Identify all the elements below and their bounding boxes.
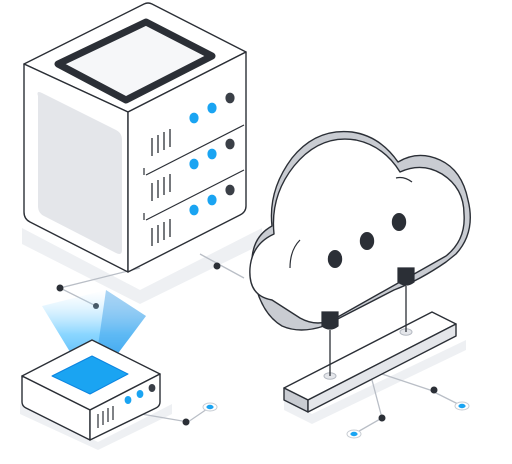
mini-server-vents [97, 406, 114, 428]
connection-node [213, 262, 221, 270]
server-rack [23, 2, 247, 273]
cloud-connector-pins [329, 286, 407, 376]
connection-endpoint-light [346, 429, 362, 439]
mini-server-leds [124, 384, 156, 404]
cloud-connector-plugs [321, 267, 415, 330]
server-rack-leds [189, 92, 235, 216]
connection-node [430, 386, 438, 394]
led-blue-icon [207, 102, 217, 114]
connection-endpoint-light [202, 402, 218, 412]
cloud-dot-icon [359, 232, 375, 250]
led-dark-icon [225, 138, 235, 150]
connection-node [56, 284, 64, 292]
led-blue-icon [189, 204, 199, 216]
mini-server-left-face [21, 375, 91, 441]
connection-node [182, 418, 190, 426]
cloud-front [249, 138, 465, 324]
server-rack-side-panel [37, 92, 122, 254]
connection-node [378, 414, 386, 422]
connection-endpoint-light [454, 401, 470, 411]
rack-slot-1-leds [189, 92, 235, 124]
mini-server [21, 339, 161, 441]
mini-server-top-inset [51, 355, 129, 395]
server-rack-top-panel [54, 18, 216, 104]
mini-server-right-face [89, 373, 161, 441]
connection-nodes [56, 262, 470, 439]
cloud-dots [327, 213, 407, 268]
rack-slot-3-leds [189, 184, 235, 216]
led-blue-icon [124, 396, 132, 404]
cloud-dot-icon [327, 250, 343, 268]
cloud-dot-icon [391, 213, 407, 231]
led-dark-icon [148, 384, 156, 392]
cloud [249, 130, 471, 331]
led-dark-icon [225, 184, 235, 196]
led-blue-icon [207, 148, 217, 160]
led-dark-icon [225, 92, 235, 104]
rack-slot-2-leds [189, 138, 235, 170]
led-blue-icon [189, 158, 199, 170]
led-blue-icon [189, 112, 199, 124]
server-rack-vents [151, 129, 171, 246]
led-blue-icon [136, 390, 144, 398]
led-blue-icon [207, 194, 217, 206]
